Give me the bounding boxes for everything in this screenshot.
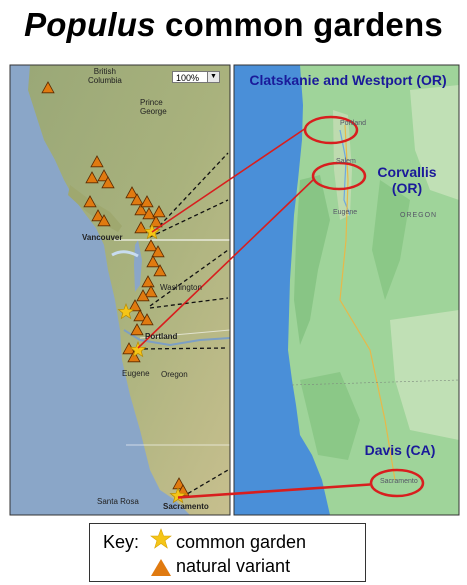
- connector-corvallis: [137, 179, 314, 349]
- garden-connectors: [137, 127, 371, 499]
- natural-variant-triangle: [130, 323, 144, 336]
- natural-variant-triangle: [142, 207, 156, 220]
- label-prince-george: Prince George: [140, 98, 167, 116]
- vancouver-island: [68, 185, 122, 232]
- triangle-icon: [151, 559, 171, 576]
- natural-variant-triangle: [144, 285, 158, 298]
- left-map-border: [9, 64, 231, 516]
- columbia-river: [123, 329, 230, 347]
- natural-variant-triangle: [101, 176, 115, 189]
- label-santa-rosa: Santa Rosa: [97, 497, 139, 506]
- right-terrain-dark2: [372, 180, 410, 300]
- common-garden-star: [129, 341, 147, 358]
- natural-variant-triangle: [149, 215, 163, 228]
- natural-variant-triangle: [152, 205, 166, 218]
- legend-box: Key: common garden natural variant: [89, 523, 366, 582]
- connector-davis-lower: [177, 484, 371, 499]
- common-garden-star: [169, 487, 187, 504]
- left-land: [28, 65, 230, 515]
- label-sacramento-right: Sacramento: [380, 478, 418, 485]
- label-portland-right: Portland: [340, 120, 367, 127]
- label-vancouver: Vancouver: [82, 233, 123, 242]
- puget-sound: [134, 240, 142, 292]
- natural-variant-triangle: [136, 289, 150, 302]
- natural-variant-triangle: [41, 81, 55, 94]
- natural-variant-triangle: [97, 214, 111, 227]
- border-wa-or: [139, 329, 230, 339]
- garden-label-davis: Davis (CA): [364, 442, 436, 458]
- right-highway: [339, 124, 396, 481]
- garden-circle-clatskanie: [303, 115, 359, 145]
- natural-variant-triangle: [125, 186, 139, 199]
- chevron-down-icon[interactable]: ▼: [207, 72, 219, 82]
- connector-clatskanie: [151, 127, 307, 233]
- legend-natural-variant: natural variant: [176, 556, 291, 576]
- label-salem-right: Salem: [336, 158, 356, 165]
- right-terrain-light2: [390, 310, 459, 440]
- title-italic: Populus: [24, 6, 156, 43]
- natural-variant-triangle: [90, 155, 104, 168]
- zoom-value: 100%: [176, 73, 200, 83]
- natural-variant-triangle: [133, 309, 147, 322]
- right-terrain-dark3: [300, 372, 360, 460]
- natural-variant-triangle: [144, 239, 158, 252]
- label-washington: Washington: [160, 283, 202, 292]
- leader-lines: [136, 152, 229, 498]
- sf-bay: [148, 500, 170, 515]
- page-title: Populus common gardens: [0, 6, 467, 44]
- label-eugene-right: Eugene: [333, 209, 358, 216]
- natural-variant-triangle: [153, 264, 167, 277]
- label-oregon-right: OREGON: [400, 212, 438, 219]
- connector-davis: [177, 483, 371, 498]
- natural-variant-triangle: [85, 171, 99, 184]
- star-icon: [150, 528, 172, 549]
- garden-label-corvallis: Corvallis (OR): [377, 164, 437, 196]
- label-sacramento-left: Sacramento: [163, 502, 209, 511]
- label-british-columbia: British Columbia: [88, 67, 122, 85]
- legend-key-label: Key:: [103, 532, 140, 552]
- title-rest: common gardens: [155, 6, 443, 43]
- right-map-border: [233, 64, 460, 516]
- label-eugene-left: Eugene: [122, 369, 150, 378]
- lake-blue: [111, 250, 139, 258]
- legend-common-garden: common garden: [176, 532, 307, 552]
- natural-variant-triangle: [140, 195, 154, 208]
- common-garden-star: [117, 303, 135, 320]
- left-map: [10, 65, 230, 515]
- natural-variant-triangle: [134, 221, 148, 234]
- right-terrain-light: [410, 85, 459, 200]
- right-terrain-dark: [294, 175, 330, 345]
- natural-variant-triangle: [128, 299, 142, 312]
- garden-circle-davis: [369, 468, 425, 498]
- garden-circle-corvallis: [311, 161, 367, 191]
- natural-variant-triangle: [141, 275, 155, 288]
- garden-label-clatskanie: Clatskanie and Westport (OR): [249, 72, 447, 88]
- natural-variant-triangle: [151, 245, 165, 258]
- natural-variant-triangle: [146, 255, 160, 268]
- label-oregon-left: Oregon: [161, 370, 188, 379]
- natural-variant-triangle: [140, 313, 154, 326]
- zoom-select[interactable]: 100% ▼: [172, 71, 220, 83]
- label-portland-left: Portland: [145, 332, 178, 341]
- natural-variant-triangle: [83, 195, 97, 208]
- natural-variant-triangle: [134, 203, 148, 216]
- natural-variant-triangle: [91, 209, 105, 222]
- natural-variant-triangle: [130, 193, 144, 206]
